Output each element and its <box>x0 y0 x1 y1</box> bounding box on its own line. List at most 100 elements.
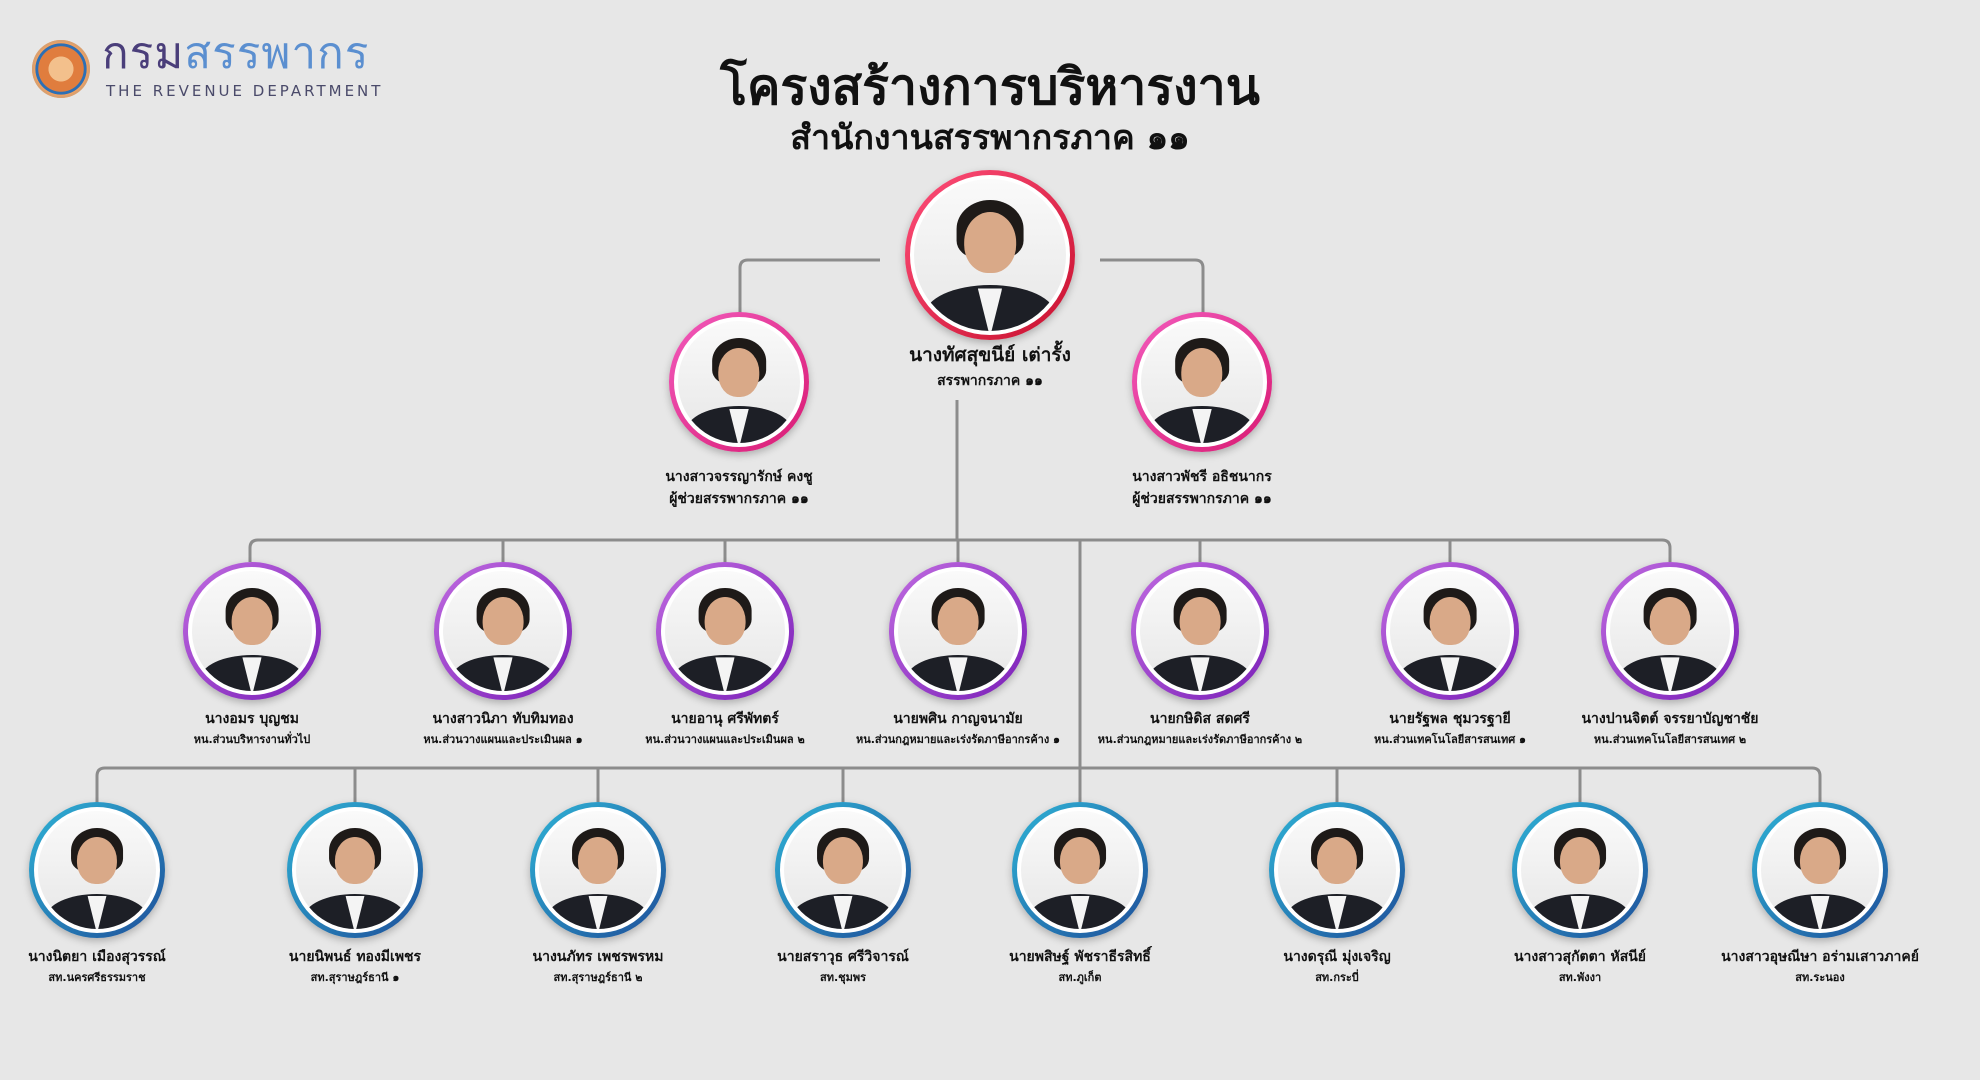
portrait-ring <box>530 802 666 938</box>
office-node: นายสราวุธ ศรีวิจารณ์ สท.ชุมพร <box>713 802 973 986</box>
director-node: นางอมร บุญชม หน.ส่วนบริหารงานทั่วไป <box>122 562 382 748</box>
portrait-photo <box>1021 811 1139 929</box>
assistant-role: ผู้ช่วยสรรพากรภาค ๑๑ <box>669 491 809 507</box>
director-role: หน.ส่วนบริหารงานทั่วไป <box>193 733 311 746</box>
office-name: สท.ระนอง <box>1795 971 1845 984</box>
page-title: โครงสร้างการบริหารงาน <box>720 58 1260 116</box>
portrait-photo <box>914 179 1066 331</box>
revenue-department-logo: กรมสรรพากร THE REVENUE DEPARTMENT <box>32 32 380 106</box>
portrait-ring <box>1381 562 1519 700</box>
logo-thai-part2: สรรพากร <box>184 28 370 79</box>
portrait-ring <box>1601 562 1739 700</box>
director-name: นายกษิดิส สดศรี <box>1150 711 1250 727</box>
portrait-photo <box>38 811 156 929</box>
office-head-name: นางนิตยา เมืองสุวรรณ์ <box>28 949 166 965</box>
portrait-photo <box>1390 571 1510 691</box>
office-name: สท.ชุมพร <box>819 971 867 984</box>
office-node: นางสาวสุกัตตา หัสนีย์ สท.พังงา <box>1450 802 1710 986</box>
office-head-name: นายนิพนธ์ ทองมีเพชร <box>288 949 422 965</box>
office-name: สท.นครศรีธรรมราช <box>48 971 146 984</box>
director-name: นางอมร บุญชม <box>205 711 299 727</box>
portrait-ring <box>434 562 572 700</box>
portrait-photo <box>1610 571 1730 691</box>
portrait-photo <box>539 811 657 929</box>
office-head-name: นางสาวสุกัตตา หัสนีย์ <box>1513 949 1647 965</box>
logo-thai-part1: กรม <box>102 28 185 79</box>
director-role: หน.ส่วนวางแผนและประเมินผล ๒ <box>645 733 805 746</box>
office-node: นางนิตยา เมืองสุวรรณ์ สท.นครศรีธรรมราช <box>0 802 227 986</box>
portrait-photo <box>784 811 902 929</box>
director-node: นายรัฐพล ชุมวรฐายี หน.ส่วนเทคโนโลยีสารสน… <box>1320 562 1580 748</box>
office-node: นายพสิษฐ์ พัชราธีรสิทธิ์ สท.ภูเก็ต <box>950 802 1210 986</box>
director-node: นายพศิน กาญจนามัย หน.ส่วนกฎหมายและเร่งรั… <box>828 562 1088 748</box>
director-name: นายพศิน กาญจนามัย <box>893 711 1023 727</box>
revenue-seal-icon <box>32 40 90 98</box>
portrait-ring <box>1269 802 1405 938</box>
portrait-ring <box>889 562 1027 700</box>
office-node: นางสาวอุษณีษา อร่ามเสาวภาคย์ สท.ระนอง <box>1690 802 1950 986</box>
page-subtitle: สำนักงานสรรพากรภาค ๑๑ <box>790 118 1190 158</box>
director-role: หน.ส่วนเทคโนโลยีสารสนเทศ ๒ <box>1593 733 1747 746</box>
connector-line <box>248 538 1672 562</box>
connector-line <box>738 258 880 325</box>
portrait-photo <box>898 571 1018 691</box>
assistant-name: นางสาวพัชรี อธิชนากร <box>1132 469 1272 485</box>
portrait-ring <box>905 170 1075 340</box>
office-head-name: นายสราวุธ ศรีวิจารณ์ <box>777 949 909 965</box>
portrait-ring <box>183 562 321 700</box>
portrait-ring <box>287 802 423 938</box>
portrait-photo <box>1278 811 1396 929</box>
assistant-role: ผู้ช่วยสรรพากรภาค ๑๑ <box>1132 491 1272 507</box>
director-role: หน.ส่วนกฎหมายและเร่งรัดภาษีอากรค้าง ๒ <box>1097 733 1303 746</box>
director-node: นายกษิดิส สดศรี หน.ส่วนกฎหมายและเร่งรัดภ… <box>1070 562 1330 748</box>
portrait-photo <box>1761 811 1879 929</box>
portrait-ring <box>29 802 165 938</box>
office-name: สท.พังงา <box>1558 971 1602 984</box>
portrait-photo <box>192 571 312 691</box>
director-name: นายอานุ ศรีพัทตร์ <box>671 711 779 727</box>
office-name: สท.สุราษฎร์ธานี ๑ <box>310 971 400 984</box>
director-name: นางสาวนิภา ทับทิมทอง <box>432 711 574 727</box>
portrait-ring <box>1012 802 1148 938</box>
office-name: สท.สุราษฎร์ธานี ๒ <box>553 971 643 984</box>
assistant-node: นางสาวพัชรี อธิชนากร ผู้ช่วยสรรพากรภาค ๑… <box>1072 312 1332 510</box>
office-head-name: นางดรุณี มุ่งเจริญ <box>1283 949 1391 965</box>
office-head-name: นางสาวอุษณีษา อร่ามเสาวภาคย์ <box>1721 949 1919 965</box>
office-head-name: นางนภัทร เพชรพรหม <box>532 949 664 965</box>
director-name: นางปานจิตต์ จรรยาบัญชาชัย <box>1581 711 1759 727</box>
portrait-photo <box>1140 571 1260 691</box>
connector-line <box>95 766 1822 803</box>
office-node: นายนิพนธ์ ทองมีเพชร สท.สุราษฎร์ธานี ๑ <box>225 802 485 986</box>
portrait-ring <box>669 312 809 452</box>
director-name: นายรัฐพล ชุมวรฐายี <box>1389 711 1511 727</box>
connector-line <box>1100 258 1205 325</box>
portrait-photo <box>678 321 800 443</box>
portrait-ring <box>1512 802 1648 938</box>
logo-english-text: THE REVENUE DEPARTMENT <box>106 82 384 100</box>
office-node: นางนภัทร เพชรพรหม สท.สุราษฎร์ธานี ๒ <box>468 802 728 986</box>
top-executive-node: นางทัศสุขนีย์ เต่ารั้ง สรรพากรภาค ๑๑ <box>860 170 1120 392</box>
portrait-photo <box>443 571 563 691</box>
portrait-ring <box>775 802 911 938</box>
portrait-photo <box>296 811 414 929</box>
office-head-name: นายพสิษฐ์ พัชราธีรสิทธิ์ <box>1009 949 1151 965</box>
office-name: สท.กระบี่ <box>1315 971 1359 984</box>
director-role: หน.ส่วนวางแผนและประเมินผล ๑ <box>423 733 583 746</box>
portrait-ring <box>1752 802 1888 938</box>
office-name: สท.ภูเก็ต <box>1058 971 1102 984</box>
director-role: หน.ส่วนเทคโนโลยีสารสนเทศ ๑ <box>1373 733 1527 746</box>
portrait-ring <box>656 562 794 700</box>
director-node: นางสาวนิภา ทับทิมทอง หน.ส่วนวางแผนและประ… <box>373 562 633 748</box>
director-node: นางปานจิตต์ จรรยาบัญชาชัย หน.ส่วนเทคโนโล… <box>1540 562 1800 748</box>
assistant-node: นางสาวจรรญารักษ์ คงชู ผู้ช่วยสรรพากรภาค … <box>609 312 869 510</box>
portrait-ring <box>1131 562 1269 700</box>
portrait-ring <box>1132 312 1272 452</box>
assistant-name: นางสาวจรรญารักษ์ คงชู <box>665 469 813 485</box>
top-executive-role: สรรพากรภาค ๑๑ <box>937 373 1043 389</box>
top-executive-name: นางทัศสุขนีย์ เต่ารั้ง <box>909 344 1071 366</box>
portrait-photo <box>665 571 785 691</box>
portrait-photo <box>1141 321 1263 443</box>
portrait-photo <box>1521 811 1639 929</box>
director-role: หน.ส่วนกฎหมายและเร่งรัดภาษีอากรค้าง ๑ <box>855 733 1061 746</box>
